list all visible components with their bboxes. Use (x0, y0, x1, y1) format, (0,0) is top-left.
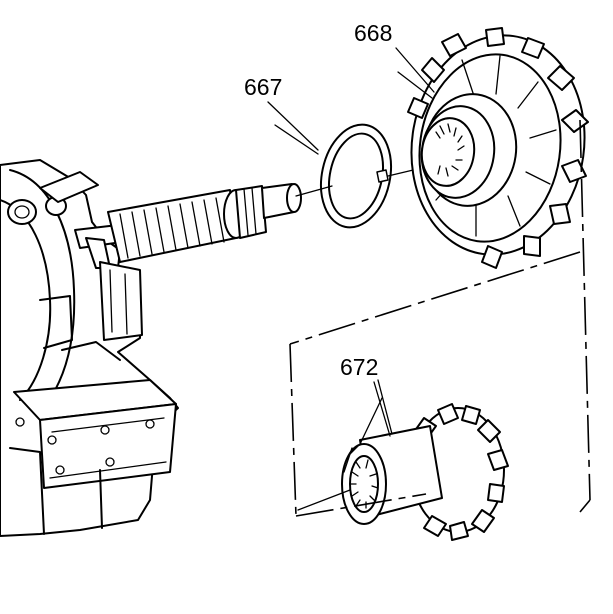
assembly-phantom-lines (289, 119, 591, 517)
callout-672-label: 672 (340, 354, 378, 380)
gear-assembly-668 (397, 27, 589, 269)
leader-667 (267, 101, 319, 151)
leader-672 (373, 381, 391, 437)
output-gear-672 (297, 379, 509, 541)
callout-667-label: 667 (244, 74, 282, 100)
input-shaft (107, 183, 333, 263)
snap-ring-667 (274, 123, 431, 229)
leader-668 (395, 47, 435, 93)
callout-668-label: 668 (354, 20, 392, 46)
transmission-case (0, 159, 179, 537)
